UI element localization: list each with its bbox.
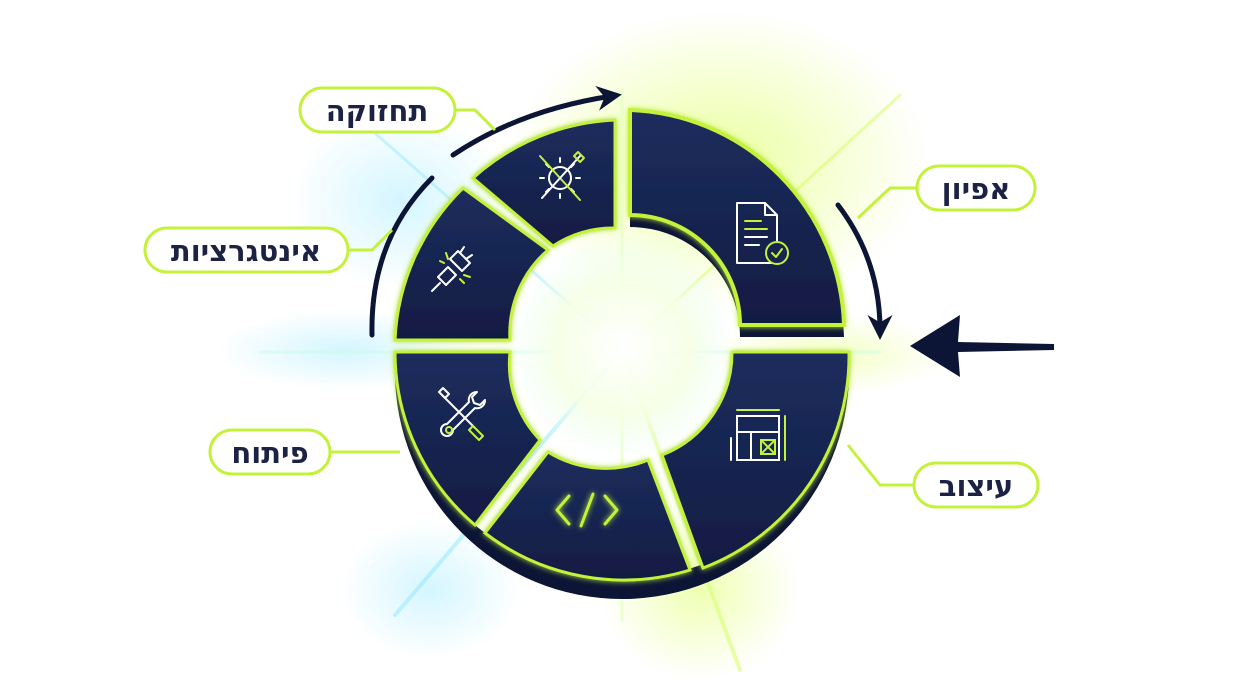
label-maintenance-text: תחזוקה — [326, 94, 429, 128]
label-integrations: אינטגרציות — [143, 226, 350, 274]
label-maintenance: תחזוקה — [298, 86, 457, 134]
plug-connector-icon — [431, 246, 473, 292]
segment-development — [393, 350, 542, 528]
document-check-icon — [736, 202, 789, 265]
segment-maintenance — [470, 118, 617, 248]
segment-integrations — [393, 186, 551, 342]
label-connectors — [330, 108, 917, 487]
label-development-text: פיתוח — [231, 436, 308, 470]
label-design: עיצוב — [912, 461, 1040, 509]
label-design-text: עיצוב — [939, 469, 1013, 503]
segment-code — [482, 450, 692, 582]
tools-gear-icon — [539, 151, 585, 201]
label-development: פיתוח — [208, 428, 332, 476]
input-arrow — [910, 315, 1054, 377]
layout-blueprint-icon — [730, 409, 786, 461]
cycle-arrows — [369, 85, 893, 340]
code-brackets-icon — [555, 492, 619, 528]
label-specification: אפיון — [915, 164, 1037, 212]
arrow-top — [450, 85, 622, 158]
wrench-screwdriver-icon — [438, 387, 486, 441]
ring-segments — [393, 107, 851, 582]
arrow-left-arc — [369, 175, 435, 338]
ring-center — [510, 236, 734, 460]
label-specification-text: אפיון — [942, 172, 1011, 206]
arrow-right-down — [835, 202, 893, 340]
label-integrations-text: אינטגרציות — [171, 234, 321, 268]
